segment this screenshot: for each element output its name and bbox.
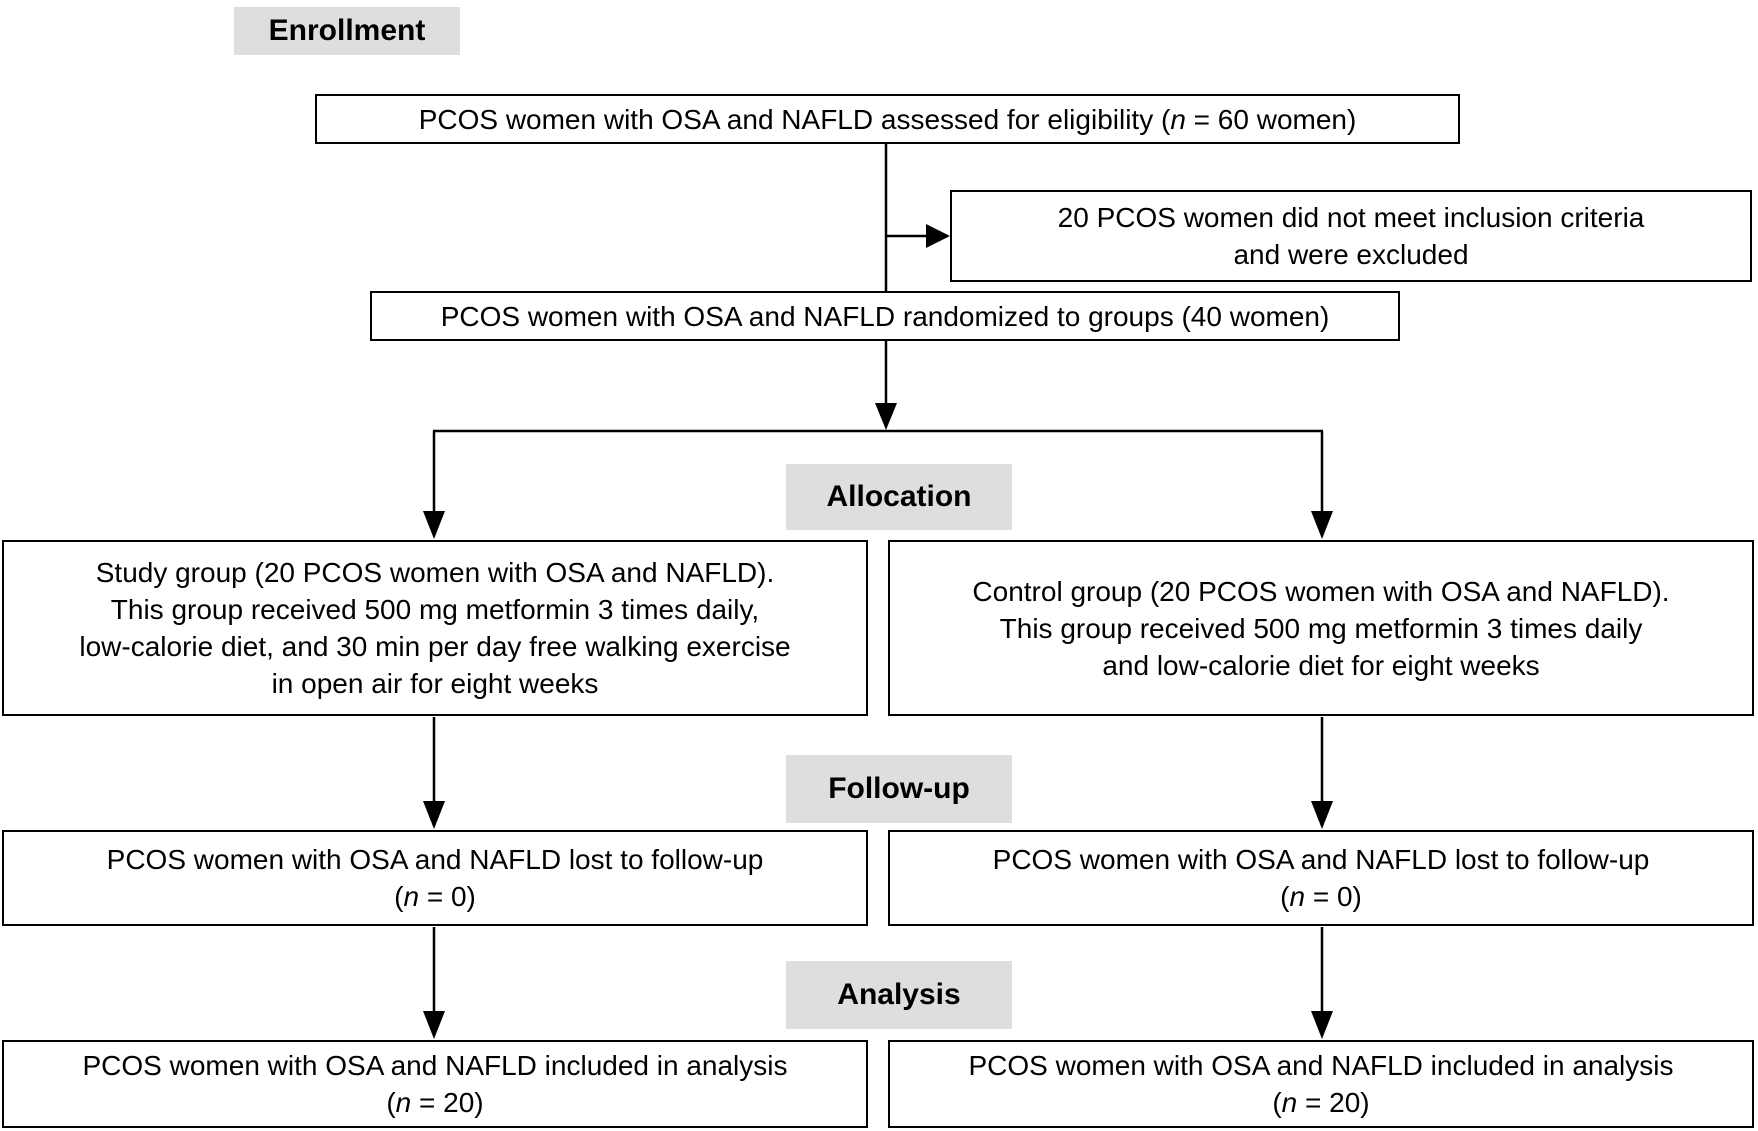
section-label-allocation: Allocation [786, 464, 1012, 530]
study-followup-line: PCOS women with OSA and NAFLD lost to fo… [106, 844, 764, 875]
randomized-text: PCOS women with OSA and NAFLD randomized… [440, 300, 1330, 332]
study-group-line: Study group (20 PCOS women with OSA and … [95, 557, 775, 588]
control-followup-box: PCOS women with OSA and NAFLD lost to fo… [888, 830, 1754, 926]
control-group-box: Control group (20 PCOS women with OSA an… [888, 540, 1754, 716]
control-group-line: Control group (20 PCOS women with OSA an… [972, 575, 1670, 607]
excluded-line: 20 PCOS women did not meet inclusion cri… [1057, 202, 1645, 233]
section-label-analysis-text: Analysis [837, 978, 961, 1011]
control-group-line: This group received 500 mg metformin 3 t… [999, 612, 1643, 644]
arrow-down-study-followup-icon [423, 801, 445, 829]
eligibility-box: PCOS women with OSA and NAFLD assessed f… [315, 94, 1460, 144]
arrow-down-control-analysis-icon [1311, 1011, 1333, 1039]
control-analysis-box: PCOS women with OSA and NAFLD included i… [888, 1040, 1754, 1128]
section-label-analysis: Analysis [786, 961, 1012, 1029]
study-followup-box: PCOS women with OSA and NAFLD lost to fo… [2, 830, 868, 926]
control-followup-n-line: (n = 0) [1280, 881, 1362, 912]
control-analysis-n-line: (n = 20) [1272, 1087, 1370, 1118]
randomized-box: PCOS women with OSA and NAFLD randomized… [370, 291, 1400, 341]
arrow-down-to-split-icon [875, 403, 897, 430]
arrow-down-to-control-group-icon [1311, 511, 1333, 539]
control-group-line: and low-calorie diet for eight weeks [1102, 649, 1540, 681]
section-label-allocation-text: Allocation [826, 480, 972, 513]
section-label-enrollment-text: Enrollment [268, 14, 426, 47]
section-label-follow-up: Follow-up [786, 755, 1012, 823]
study-group-box: Study group (20 PCOS women with OSA and … [2, 540, 868, 716]
study-group-line: low-calorie diet, and 30 min per day fre… [79, 631, 791, 662]
arrow-right-to-excluded-icon [926, 224, 950, 248]
study-analysis-n-line: (n = 20) [386, 1087, 484, 1118]
arrow-down-to-study-group-icon [423, 511, 445, 539]
section-label-follow-up-text: Follow-up [828, 772, 970, 805]
study-analysis-box: PCOS women with OSA and NAFLD included i… [2, 1040, 868, 1128]
excluded-box: 20 PCOS women did not meet inclusion cri… [950, 190, 1752, 282]
study-followup-n-line: (n = 0) [394, 881, 476, 912]
arrow-down-study-analysis-icon [423, 1011, 445, 1039]
excluded-line: and were excluded [1233, 239, 1469, 270]
control-analysis-line: PCOS women with OSA and NAFLD included i… [968, 1050, 1674, 1081]
arrow-down-control-followup-icon [1311, 801, 1333, 829]
control-followup-line: PCOS women with OSA and NAFLD lost to fo… [992, 844, 1650, 875]
section-label-enrollment: Enrollment [234, 7, 460, 55]
study-group-line: in open air for eight weeks [271, 668, 599, 699]
study-group-line: This group received 500 mg metformin 3 t… [110, 594, 760, 625]
eligibility-text: PCOS women with OSA and NAFLD assessed f… [418, 103, 1357, 135]
study-analysis-line: PCOS women with OSA and NAFLD included i… [82, 1050, 788, 1081]
